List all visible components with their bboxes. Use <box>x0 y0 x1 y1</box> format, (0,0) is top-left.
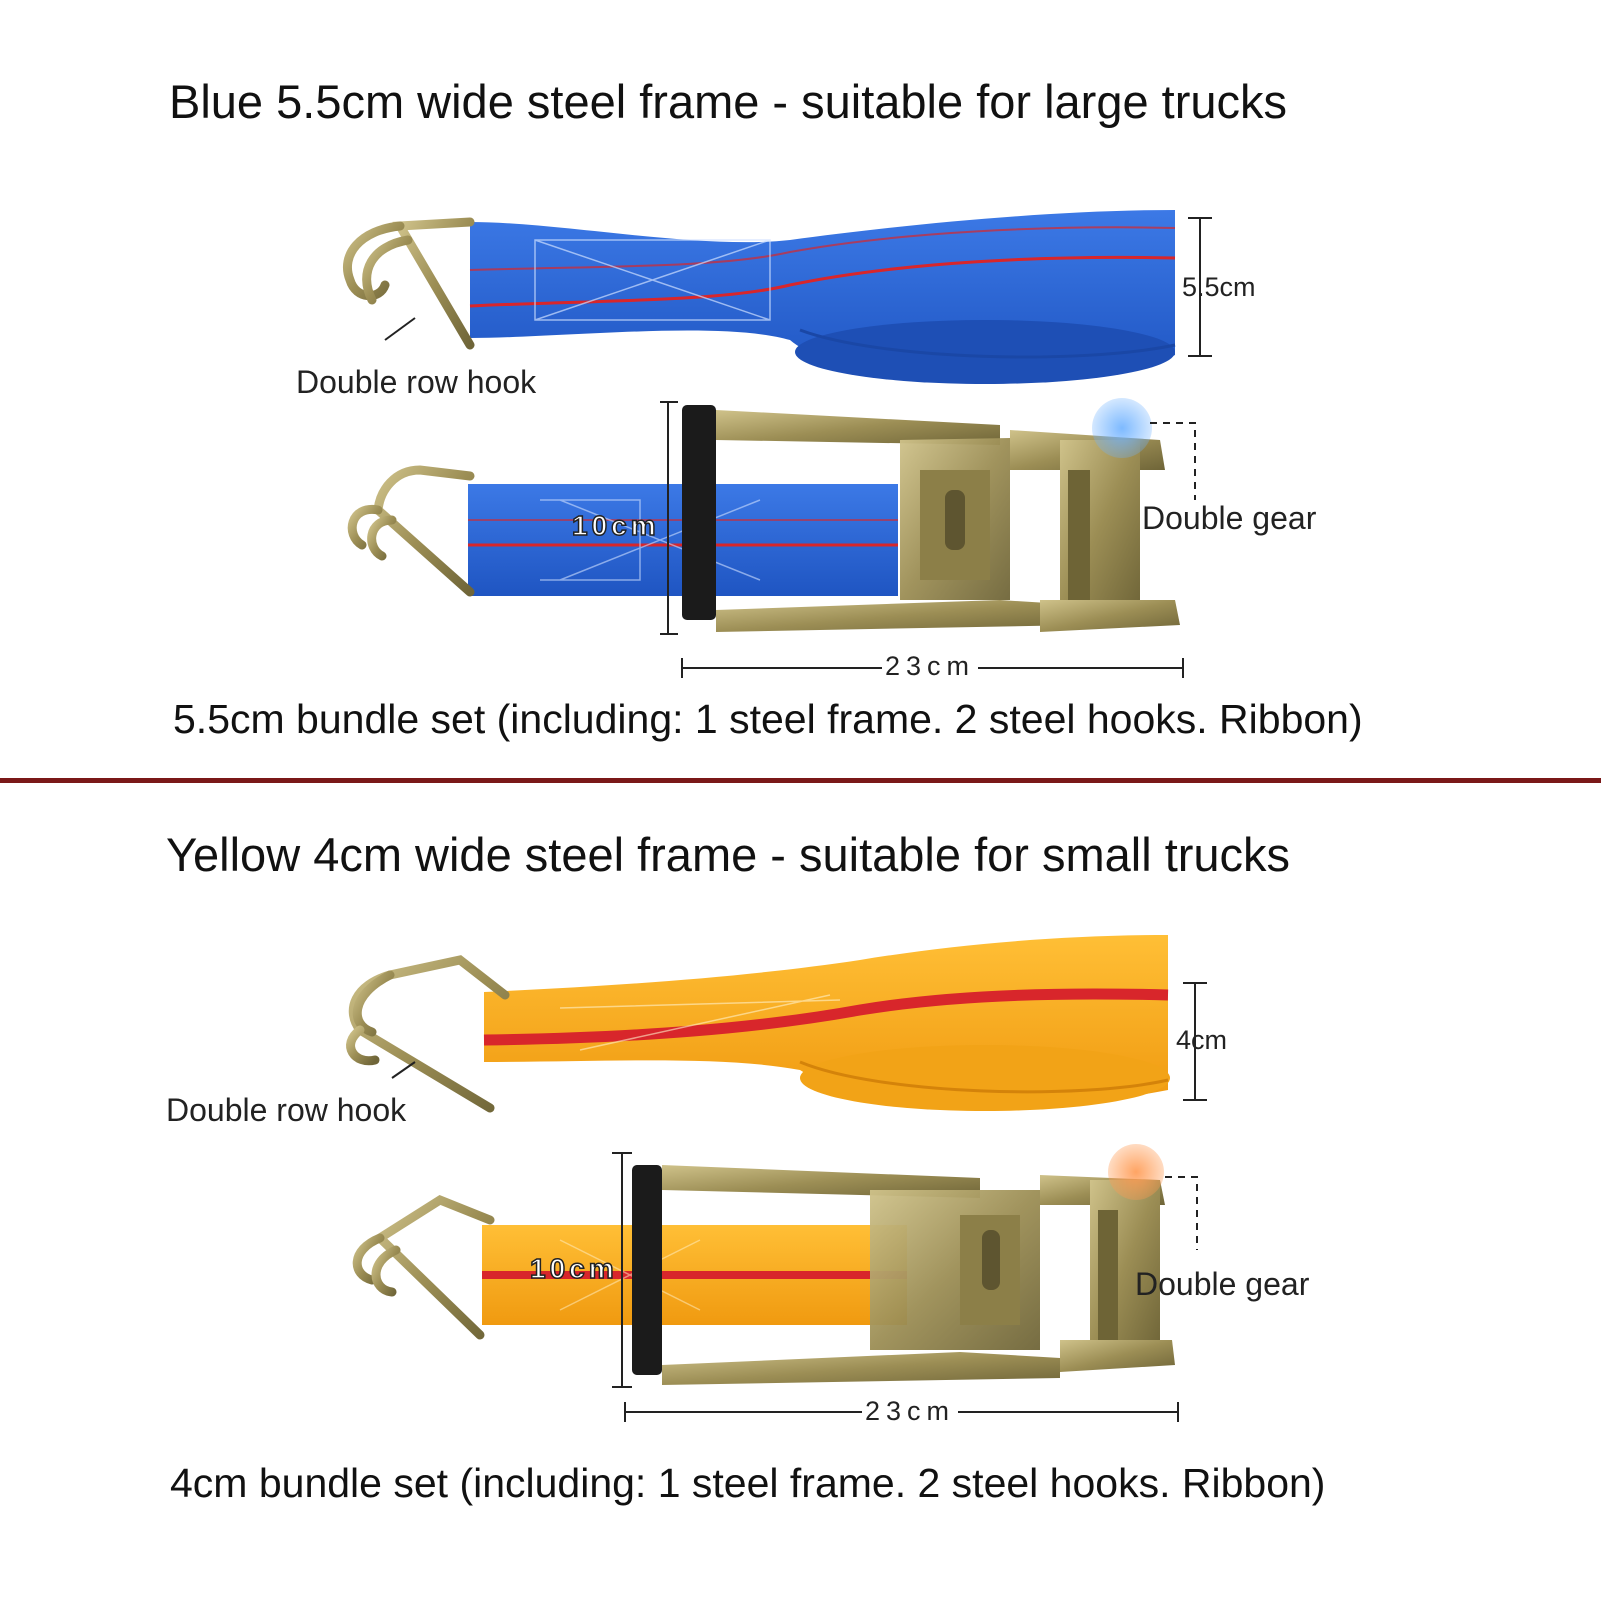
yellow-caption: 4cm bundle set (including: 1 steel frame… <box>170 1460 1326 1506</box>
blue-upper-hook <box>343 217 475 350</box>
blue-strap-roll <box>469 210 1176 384</box>
blue-caption: 5.5cm bundle set (including: 1 steel fra… <box>173 696 1363 742</box>
yellow-upper-hook <box>346 955 510 1113</box>
blue-width-label: 5.5cm <box>1182 272 1256 302</box>
yellow-short-strap <box>482 1225 907 1325</box>
yellow-ratchet <box>632 1144 1175 1385</box>
blue-handle-label: 10cm <box>571 509 660 542</box>
blue-gear-label: Double gear <box>1142 500 1317 536</box>
section-divider <box>0 778 1601 783</box>
blue-ratchet <box>682 398 1180 632</box>
yellow-width-dimension <box>1183 982 1207 1101</box>
blue-gear-highlight <box>1092 398 1152 458</box>
blue-hook-label: Double row hook <box>296 364 537 400</box>
blue-section-title: Blue 5.5cm wide steel frame - suitable f… <box>169 75 1288 128</box>
yellow-lower-hook <box>352 1194 495 1340</box>
yellow-width-label: 4cm <box>1176 1025 1228 1055</box>
blue-length-label: 23cm <box>882 651 979 682</box>
yellow-gear-label: Double gear <box>1135 1266 1310 1302</box>
yellow-length-label: 23cm <box>862 1396 959 1427</box>
yellow-handle-label: 10cm <box>529 1252 618 1285</box>
blue-lower-hook <box>347 465 475 597</box>
blue-width-dimension <box>1188 217 1212 357</box>
yellow-gear-highlight <box>1108 1144 1164 1200</box>
yellow-hook-label: Double row hook <box>166 1092 407 1128</box>
yellow-strap-roll <box>483 935 1170 1111</box>
yellow-section-title: Yellow 4cm wide steel frame - suitable f… <box>166 828 1291 881</box>
